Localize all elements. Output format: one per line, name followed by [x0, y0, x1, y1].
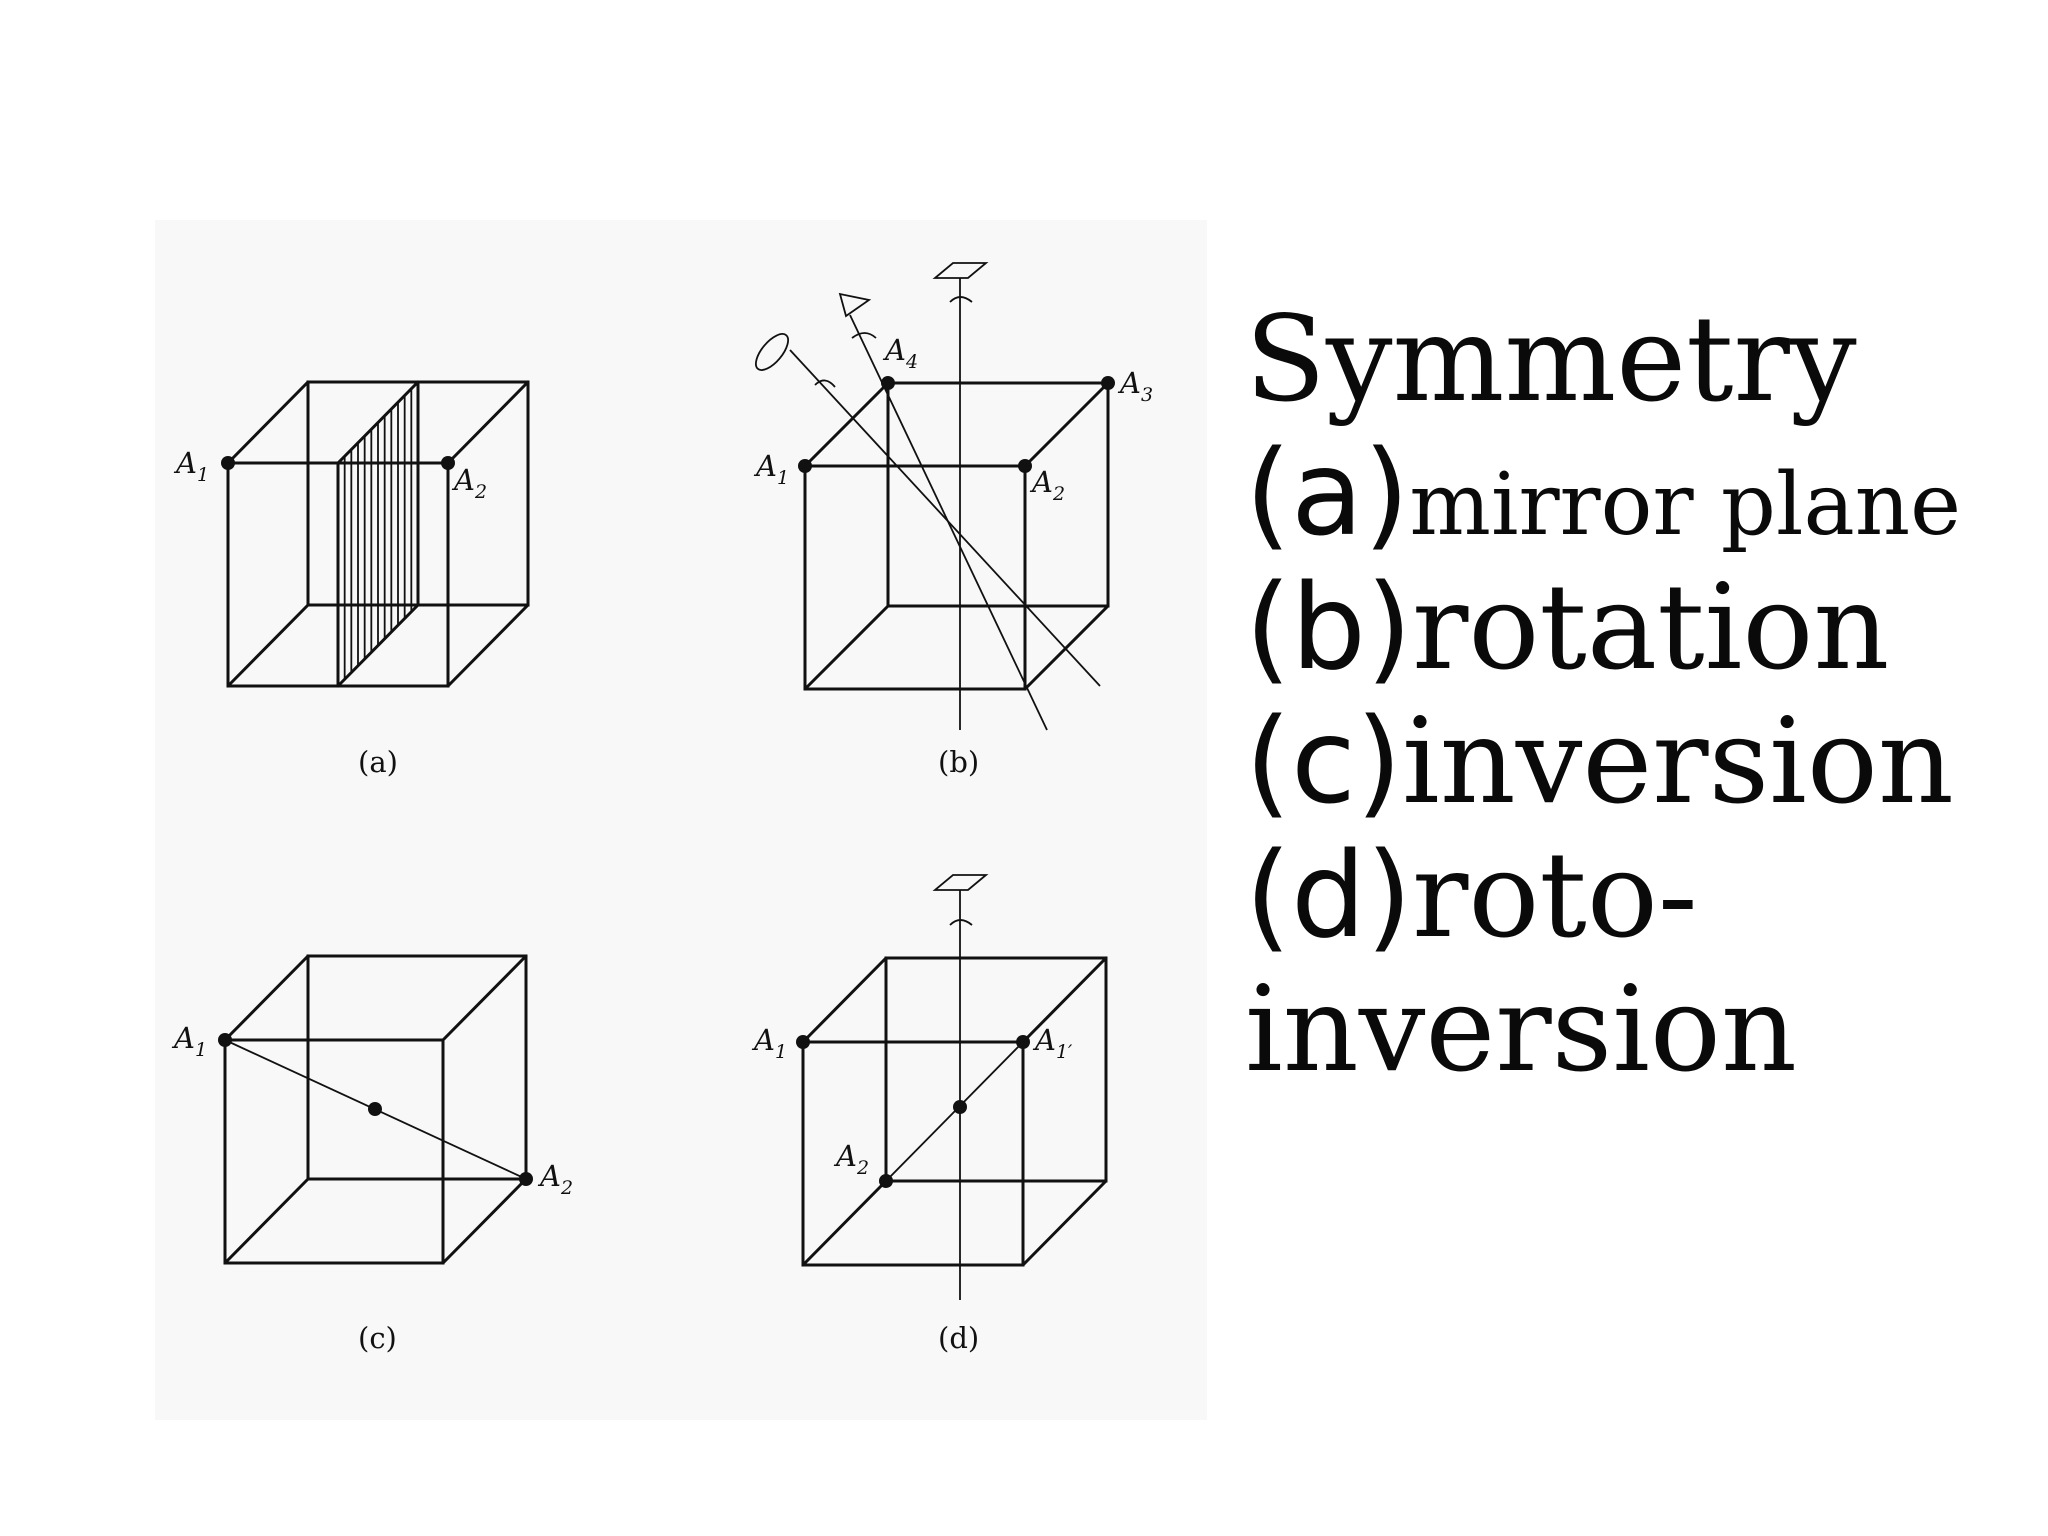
cube-c-front-face [223, 1038, 445, 1265]
cube-d-back-face [884, 956, 1108, 1183]
item-roto-inversion-continued: inversion [1245, 970, 2035, 1088]
slide-title: Symmetry [1245, 290, 1857, 428]
twofold-axis [789, 349, 1101, 687]
item-text: rotation [1411, 558, 1890, 696]
point-a3-b [1101, 376, 1115, 390]
square-symbol-icon [932, 262, 989, 303]
cube-d-front-face [801, 1040, 1025, 1267]
label-a2-c: A2 [537, 1159, 573, 1199]
square-symbol-icon [932, 874, 989, 926]
label-a1-d: A1 [751, 1023, 787, 1063]
point-a4-b [881, 376, 895, 390]
panel-a-mirror-plane: A1 A2 (a) [173, 380, 530, 779]
rotation-arrow-icon [851, 332, 877, 339]
cube-c [223, 954, 528, 1265]
label-a2-a: A2 [451, 463, 487, 503]
label-a1-a: A1 [173, 446, 209, 486]
item-text: mirror plane [1409, 455, 1961, 555]
item-inversion: (c)inversion [1245, 702, 2035, 820]
caption-a: (a) [358, 745, 398, 779]
caption-b: (b) [938, 745, 979, 779]
item-text: inversion [1245, 960, 1797, 1098]
label-a4-b: A4 [882, 333, 918, 373]
item-rotation: (b)rotation [1245, 568, 2035, 686]
cube-b [803, 381, 1110, 691]
item-text: inversion [1401, 692, 1954, 830]
rotation-arrow-icon [949, 919, 973, 926]
cube-c-back-face [306, 954, 528, 1181]
panel-d-roto-inversion: A1 A1′ A2 (d) [751, 874, 1108, 1355]
mirror-plane [336, 380, 420, 688]
point-a2-d [879, 1174, 893, 1188]
item-letter: (a) [1245, 424, 1410, 562]
point-a1-c [218, 1033, 232, 1047]
point-a2-a [441, 456, 455, 470]
item-roto-inversion: (d)roto- [1245, 836, 2035, 954]
rotation-arrow-icon [949, 296, 973, 303]
panel-c-inversion: A1 A2 (c) [171, 954, 573, 1355]
label-a3-b: A3 [1117, 366, 1153, 406]
item-letter: (c) [1245, 692, 1402, 830]
item-letter: (b) [1245, 558, 1412, 696]
symmetry-text-panel: Symmetry (a)mirror plane (b)rotation (c)… [1245, 300, 2035, 1104]
caption-c: (c) [358, 1321, 397, 1355]
label-a1prime-d: A1′ [1032, 1023, 1073, 1063]
label-a1-b: A1 [753, 449, 789, 489]
point-a2-c [519, 1172, 533, 1186]
item-letter: (d) [1245, 826, 1412, 964]
rotation-arrow-icon [814, 379, 836, 388]
figure-scan-background [155, 220, 1207, 1420]
cube-b-front-face [803, 464, 1027, 691]
inversion-center [368, 1102, 382, 1116]
triangle-symbol-icon [838, 292, 877, 339]
panel-b-rotation: A1 A2 A3 A4 (b) [753, 262, 1153, 779]
caption-d: (d) [938, 1321, 979, 1355]
ellipse-symbol-icon [755, 333, 836, 388]
rotoinversion-center [953, 1100, 967, 1114]
cube-d [801, 956, 1108, 1267]
point-a2-b [1018, 459, 1032, 473]
point-a1prime-d [1016, 1035, 1030, 1049]
point-a1-a [221, 456, 235, 470]
item-mirror-plane: (a)mirror plane [1245, 434, 2035, 552]
label-a2-b: A2 [1029, 465, 1065, 505]
rotoinversion-line [885, 1041, 1024, 1182]
point-a1-b [798, 459, 812, 473]
item-text: roto- [1411, 826, 1698, 964]
mirror-plane-hatching [343, 388, 413, 680]
cube-b-back-face [886, 381, 1110, 608]
point-a1-d [796, 1035, 810, 1049]
label-a2-d: A2 [833, 1139, 869, 1179]
label-a1-c: A1 [171, 1021, 207, 1061]
